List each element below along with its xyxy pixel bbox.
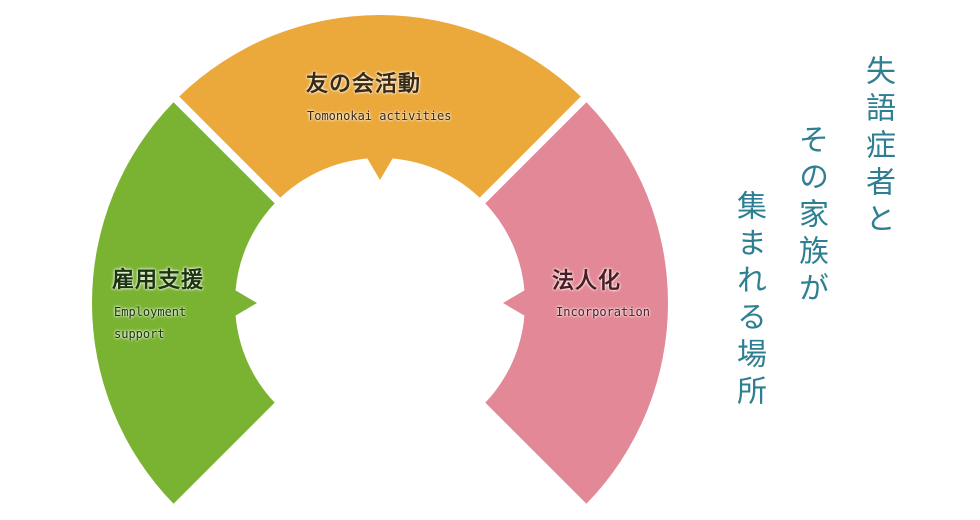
segment-tomonokai-activities[interactable] (179, 14, 581, 198)
tagline-line-2: その家族が (793, 124, 828, 309)
segment-title-tomonokai: 友の会活動 (306, 72, 422, 97)
tagline-line-3: 集まれる場所 (731, 190, 766, 412)
segment-employment-support[interactable] (91, 102, 275, 504)
tagline-line-1: 失語症者と (860, 55, 895, 240)
segment-subtitle-tomonokai: Tomonokai activities (307, 109, 452, 123)
segment-subtitle-incorporation: Incorporation (556, 305, 650, 319)
segment-title-employment: 雇用支援 (112, 268, 205, 293)
segment-incorporation[interactable] (485, 102, 669, 504)
segment-subtitle-employment-2: support (114, 327, 165, 341)
segment-title-incorporation: 法人化 (552, 269, 622, 294)
segment-subtitle-employment-1: Employment (114, 305, 187, 319)
